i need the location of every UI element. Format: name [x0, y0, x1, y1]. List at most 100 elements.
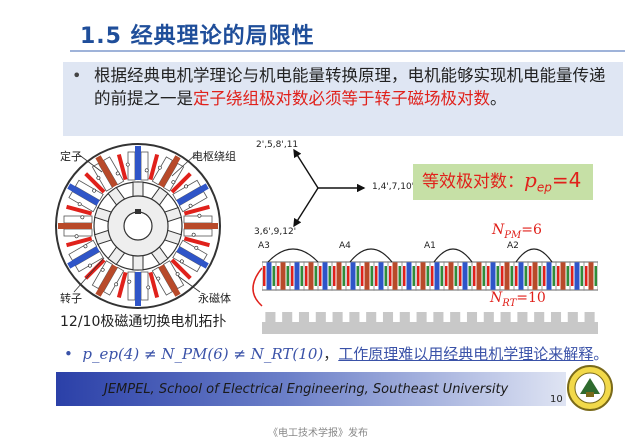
coil-conductor	[88, 263, 92, 268]
linear-coil-side	[417, 266, 420, 286]
coil-conductor	[83, 244, 88, 249]
nrt-symbol: N	[490, 290, 503, 306]
pole-subscript: ep	[536, 180, 552, 195]
armature-coil	[148, 271, 160, 298]
page-number: 10	[550, 394, 563, 405]
linear-rotor-tooth	[450, 312, 461, 323]
page-title: 1.5 经典理论的局限性	[80, 24, 315, 49]
pm-magnet	[135, 146, 141, 180]
equivalent-pole-label: 等效极对数：	[422, 172, 524, 192]
armature-coils	[66, 154, 210, 298]
nrt-label: NRT=10	[490, 290, 546, 309]
linear-coil-side	[454, 266, 457, 286]
linear-rotor-tooth	[315, 312, 326, 323]
linear-coil-side	[524, 266, 527, 286]
linear-magnet	[476, 262, 482, 290]
linear-magnet	[294, 262, 300, 290]
formula-marker: •	[64, 345, 73, 363]
linear-coil-side	[440, 266, 443, 286]
armature-coil	[116, 154, 128, 181]
linear-coil-side	[347, 266, 350, 286]
linear-coil-side	[384, 266, 387, 286]
linear-tooth	[346, 261, 360, 291]
coil-conductor	[115, 171, 120, 176]
coil-arc	[515, 248, 553, 263]
linear-tooth	[290, 261, 304, 291]
linear-coil-side	[305, 266, 308, 286]
bullet-text-end: 。	[490, 89, 507, 108]
linear-tooth	[528, 261, 542, 291]
linear-coil-side	[557, 266, 560, 286]
linear-rotor-tooth	[500, 312, 511, 323]
linear-magnet	[588, 262, 594, 290]
linear-coil-side	[580, 266, 583, 286]
coil-conductor	[92, 188, 97, 193]
coil-conductor	[194, 245, 199, 250]
linear-rotor-tooth	[416, 312, 427, 323]
formula-math: p_ep(4) ≠ N_PM(6) ≠ N_RT(10)	[82, 345, 324, 363]
linear-rotor-tooth	[282, 312, 293, 323]
pole-value: =4	[551, 168, 582, 192]
linear-coil-side	[585, 266, 588, 286]
npm-label: NPM=6	[492, 222, 542, 241]
npm-subscript: PM	[504, 229, 522, 241]
linear-tooth	[584, 261, 598, 291]
linear-magnet	[336, 262, 342, 290]
bullet-text-emphasis: 定子绕组极对数必须等于转子磁场极对数	[193, 89, 490, 108]
linear-coil-side	[361, 266, 364, 286]
coil-arc	[349, 248, 393, 263]
linear-tooth	[556, 261, 570, 291]
motor-caption: 12/10极磁通切换电机拓扑	[60, 314, 227, 330]
coil-conductor	[144, 168, 149, 173]
source-caption: 《电工技术学报》发布	[268, 428, 368, 439]
linear-tooth	[388, 261, 402, 291]
armature-coil	[66, 204, 93, 216]
coil-arc	[433, 248, 473, 263]
linear-tooth	[514, 261, 528, 291]
linear-coil-side	[473, 266, 476, 286]
coil-label-a2: A2	[507, 241, 519, 251]
pm-label-leader	[177, 275, 201, 293]
linear-magnet	[532, 262, 538, 290]
coil-conductor	[157, 165, 162, 170]
linear-rotor-tooth	[466, 312, 478, 323]
linear-coil-side	[300, 266, 303, 286]
coil-conductor	[175, 272, 180, 276]
linear-tooth	[542, 261, 556, 291]
linear-rotor	[262, 312, 598, 334]
bullet-text-plain: 根据经典电机学理论与机电能量转换原理，电机能够实现机电能量传递的前提之一是	[94, 66, 606, 108]
linear-magnet	[266, 262, 272, 290]
linear-tooth	[360, 261, 374, 291]
coil-conductor	[156, 276, 161, 281]
linear-tooth	[458, 261, 472, 291]
coil-conductor	[191, 232, 196, 237]
linear-stator	[262, 261, 598, 291]
armature-coil	[66, 236, 93, 248]
linear-magnet	[406, 262, 412, 290]
bullet-marker: •	[72, 66, 82, 85]
coil-label-a4: A4	[339, 241, 351, 251]
coil-conductor	[127, 279, 132, 284]
linear-magnet	[350, 262, 356, 290]
formula-conclusion: 工作原理难以用经典电机学理论来解释	[338, 345, 594, 363]
linear-coil-side	[263, 266, 266, 286]
pm-magnet	[67, 183, 100, 206]
formula-line: • p_ep(4) ≠ N_PM(6) ≠ N_RT(10)，工作原理难以用经典…	[64, 345, 609, 363]
coil-conductor	[171, 180, 176, 185]
coil-conductor	[74, 234, 79, 239]
phasor-c-arrow	[293, 187, 319, 228]
pm-magnet	[176, 246, 209, 269]
nrt-subscript: RT	[502, 297, 517, 309]
linear-magnet	[434, 262, 440, 290]
stator-label: 定子	[60, 150, 82, 163]
linear-coil-side	[342, 266, 345, 286]
stator-label-leader	[77, 153, 103, 173]
linear-rotor-tooth	[567, 312, 578, 323]
linear-coil-side	[571, 266, 574, 286]
linear-rotor-yoke	[262, 322, 598, 334]
pm-magnet	[176, 183, 209, 206]
linear-coil-side	[482, 266, 485, 286]
linear-coil-side	[277, 266, 280, 286]
pm-magnet	[67, 246, 100, 269]
